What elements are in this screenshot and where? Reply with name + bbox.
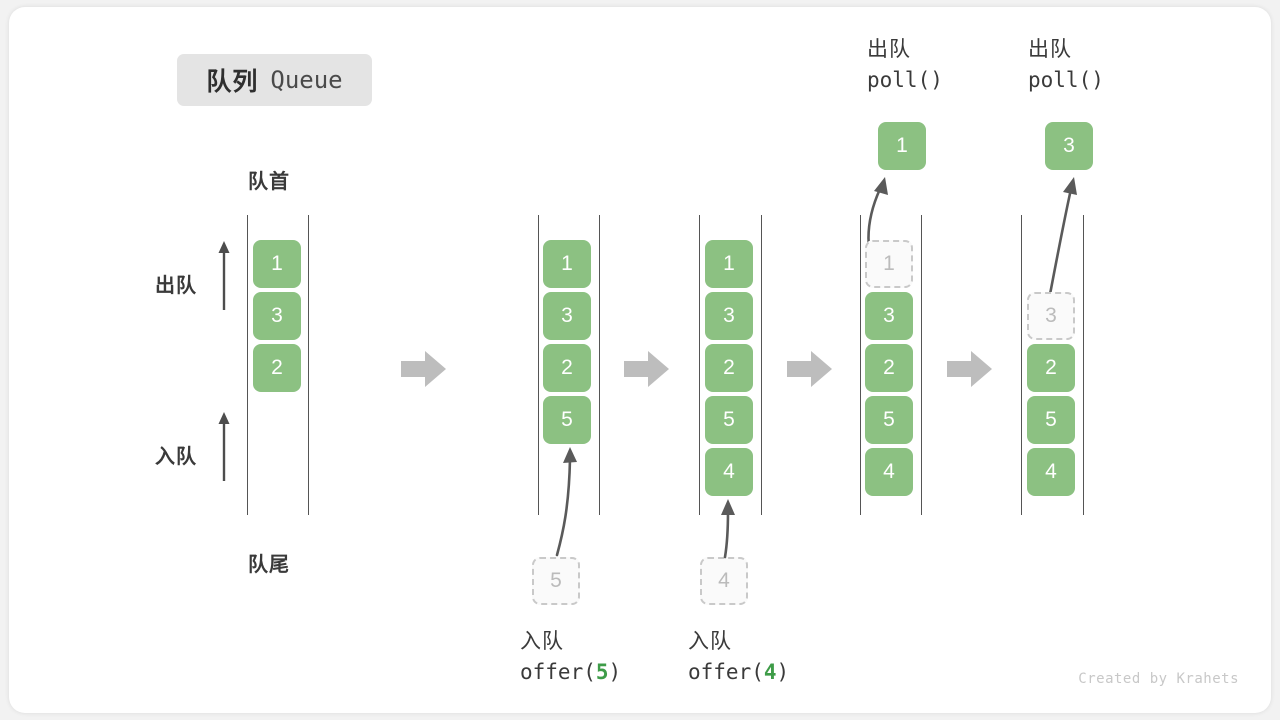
rail-right-stage-2 — [599, 215, 600, 515]
caption-code: poll() — [867, 68, 943, 92]
queue-cell: 2 — [1027, 344, 1075, 392]
queue-cell: 4 — [865, 448, 913, 496]
diagram-card: 队列 Queue 队首 队尾 出队 入队 1 3 2 — [9, 7, 1271, 713]
enqueue-direction-label: 入队 — [155, 446, 197, 468]
incoming-ghost-cell: 5 — [532, 557, 580, 605]
title-english: Queue — [270, 66, 343, 94]
queue-cell: 3 — [705, 292, 753, 340]
title-chinese: 队列 — [206, 68, 259, 96]
up-arrow-icon-dequeue — [218, 241, 230, 310]
caption-chinese: 入队 — [520, 630, 564, 653]
queue-cell: 4 — [1027, 448, 1075, 496]
rail-left-stage-4 — [860, 215, 861, 515]
curved-arrow-icon-enqueue-5 — [555, 447, 577, 557]
queue-tail-label: 队尾 — [248, 554, 290, 576]
rail-left-stage-2 — [538, 215, 539, 515]
stage-caption-offer-4: 入队 offer(4) — [688, 627, 789, 687]
curved-arrow-icon-dequeue-3 — [1045, 177, 1077, 312]
dequeued-ghost-cell: 3 — [1027, 292, 1075, 340]
right-block-arrow-icon — [947, 351, 992, 387]
right-block-arrow-icon — [787, 351, 832, 387]
queue-cell: 5 — [705, 396, 753, 444]
dequeued-ghost-cell: 1 — [865, 240, 913, 288]
rail-right-stage-3 — [761, 215, 762, 515]
queue-cell: 3 — [253, 292, 301, 340]
polled-value-cell: 3 — [1045, 122, 1093, 170]
caption-code: poll() — [1028, 68, 1104, 92]
queue-cell: 5 — [865, 396, 913, 444]
queue-cell: 1 — [543, 240, 591, 288]
queue-head-label: 队首 — [248, 171, 290, 193]
queue-cell: 2 — [253, 344, 301, 392]
caption-chinese: 出队 — [1028, 38, 1072, 61]
queue-cell: 5 — [1027, 396, 1075, 444]
queue-cell: 2 — [865, 344, 913, 392]
stage-caption-poll-3: 出队 poll() — [1028, 35, 1104, 95]
rail-right-stage-5 — [1083, 215, 1084, 515]
queue-cell: 5 — [543, 396, 591, 444]
dequeue-direction-label: 出队 — [155, 275, 197, 297]
title-badge: 队列 Queue — [177, 54, 372, 106]
stage-caption-poll-1: 出队 poll() — [867, 35, 943, 95]
polled-value-cell: 1 — [878, 122, 926, 170]
rail-left-stage-5 — [1021, 215, 1022, 515]
rail-right-stage-4 — [921, 215, 922, 515]
stage-caption-offer-5: 入队 offer(5) — [520, 627, 621, 687]
incoming-ghost-cell: 4 — [700, 557, 748, 605]
caption-chinese: 入队 — [688, 630, 732, 653]
queue-cell: 1 — [253, 240, 301, 288]
queue-cell: 4 — [705, 448, 753, 496]
caption-chinese: 出队 — [867, 38, 911, 61]
curved-arrow-icon-enqueue-4 — [721, 499, 735, 559]
watermark-credit: Created by Krahets — [1078, 671, 1239, 687]
queue-cell: 1 — [705, 240, 753, 288]
queue-cell: 3 — [543, 292, 591, 340]
right-block-arrow-icon — [624, 351, 669, 387]
up-arrow-icon-enqueue — [218, 412, 230, 481]
queue-cell: 2 — [705, 344, 753, 392]
rail-left-stage-3 — [699, 215, 700, 515]
rail-right-stage-1 — [308, 215, 309, 515]
caption-code: offer(5) — [520, 660, 622, 684]
caption-code: offer(4) — [688, 660, 790, 684]
right-block-arrow-icon — [401, 351, 446, 387]
rail-left-stage-1 — [247, 215, 248, 515]
queue-cell: 2 — [543, 344, 591, 392]
queue-cell: 3 — [865, 292, 913, 340]
